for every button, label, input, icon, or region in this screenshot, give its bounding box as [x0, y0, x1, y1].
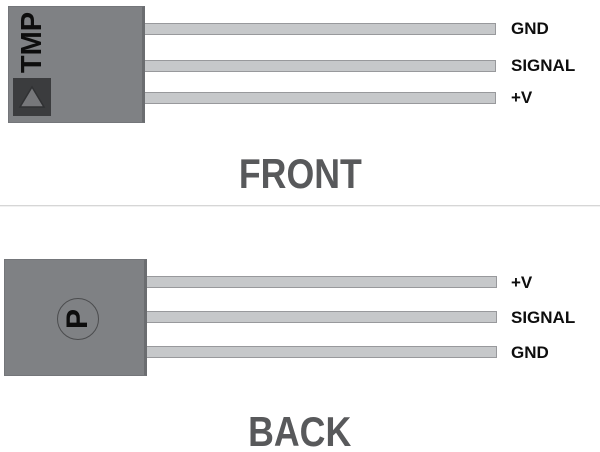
back-sensor-body: P — [4, 259, 147, 376]
front-pin-lead-signal — [140, 60, 496, 72]
back-pin-lead-gnd — [140, 346, 497, 358]
up-triangle-icon — [18, 85, 46, 108]
front-pin-lead-gnd — [140, 23, 496, 35]
front-caption: FRONT — [238, 150, 362, 197]
front-pin-label-signal: SIGNAL — [511, 56, 576, 75]
back-pin-lead-signal — [140, 311, 497, 323]
back-pin-lead-plusv — [140, 276, 497, 288]
front-sensor-body: TMP — [8, 6, 145, 123]
back-caption: BACK — [248, 408, 352, 452]
back-marking-text: P — [60, 308, 94, 330]
front-pin-lead-plusv — [140, 92, 496, 104]
front-marking: TMP — [13, 9, 53, 75]
back-pin-label-gnd: GND — [511, 343, 549, 362]
back-marking-circle: P — [57, 298, 99, 340]
front-pin-label-gnd: GND — [511, 19, 549, 38]
front-marking-text: TMP — [16, 11, 49, 73]
back-pin-label-plusv: +V — [511, 273, 533, 292]
front-pin-label-plusv: +V — [511, 88, 533, 107]
back-pin-label-signal: SIGNAL — [511, 308, 576, 327]
marking-square — [13, 78, 51, 116]
section-divider — [0, 205, 600, 207]
